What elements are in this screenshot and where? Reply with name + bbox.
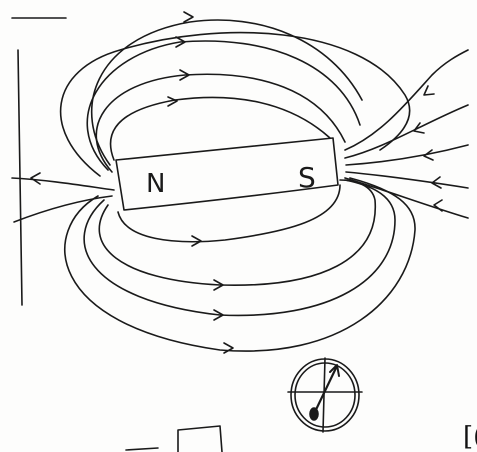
field-line-lower-3 xyxy=(84,180,395,315)
field-line-right-1 xyxy=(345,50,468,150)
compass-needle-tail xyxy=(310,408,318,420)
field-line-upper-2 xyxy=(87,41,360,170)
field-line-left-axis xyxy=(12,178,114,190)
south-pole-label: S xyxy=(298,161,316,194)
field-line-left-lower xyxy=(14,196,112,222)
field-line-upper-3 xyxy=(96,74,345,172)
compass xyxy=(288,358,362,432)
field-line-right-3 xyxy=(346,145,468,165)
bottom-box-sketch xyxy=(178,426,222,452)
arrowhead-right-1 xyxy=(424,86,434,95)
margin-line-left xyxy=(18,50,22,305)
field-line-upper-4 xyxy=(111,97,330,160)
corner-bracket-mark: [( xyxy=(463,424,477,450)
field-line-lower-4 xyxy=(65,178,415,351)
arrowhead-left-axis xyxy=(31,173,40,184)
bottom-stray-mark xyxy=(126,448,158,450)
arrowhead-right-5 xyxy=(434,200,442,211)
arrowhead-right-3 xyxy=(424,150,433,160)
field-line-lower-2 xyxy=(99,180,375,285)
arrowhead-upper-1 xyxy=(184,12,193,22)
field-line-right-5 xyxy=(345,178,468,218)
north-pole-label: N xyxy=(146,169,165,199)
